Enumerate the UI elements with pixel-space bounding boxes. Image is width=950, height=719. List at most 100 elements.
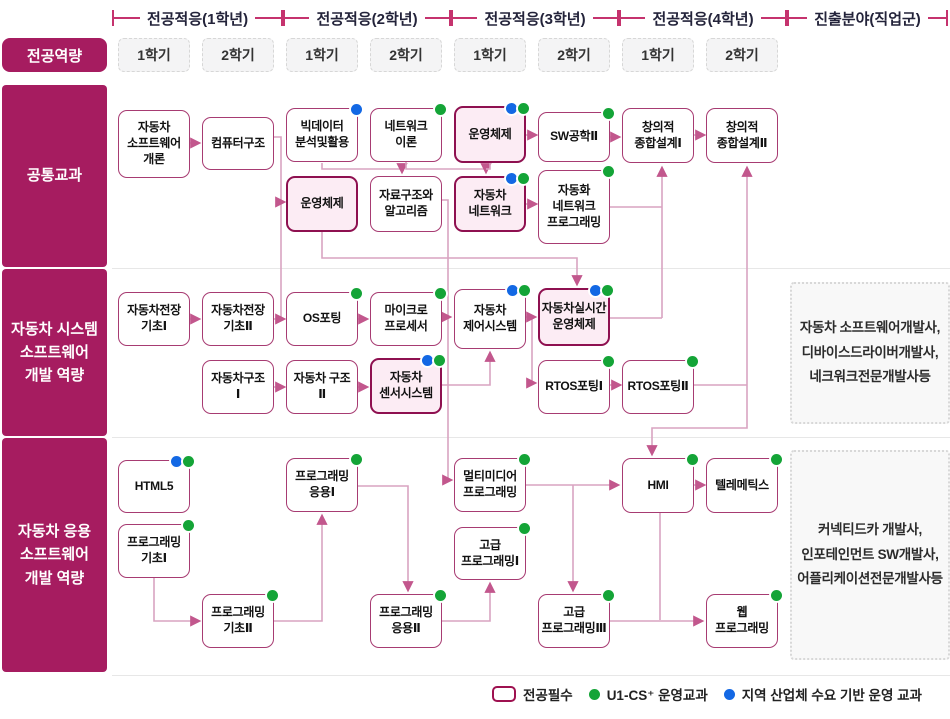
u1cs-dot-icon — [183, 456, 194, 467]
course-rtos1: RTOS포팅Ⅰ — [538, 356, 614, 414]
axis-line — [255, 17, 282, 19]
section-divider — [112, 675, 950, 676]
semester-chip-8: 2학기 — [706, 38, 778, 72]
u1cs-dot-icon — [519, 454, 530, 465]
course-design2: 창의적 종합설계Ⅱ — [706, 108, 778, 163]
course-label: 마이크로 프로세서 — [384, 303, 428, 333]
course-hmi: HMI — [622, 454, 698, 513]
legend-u1cs: U1-CS⁺ 운영교과 — [588, 684, 708, 704]
sidebar-section-application-sw: 자동차 응용 소프트웨어 개발 역량 — [2, 438, 107, 672]
course-sensor: 자동차 센서시스템 — [370, 355, 445, 414]
axis-tick-icon — [617, 10, 620, 26]
course-intro: 자동차 소프트웨어 개론 — [118, 110, 190, 178]
course-label: 창의적 종합설계Ⅰ — [634, 119, 682, 150]
course-gujo1: 자동차구조 Ⅰ — [202, 360, 274, 414]
u1cs-dot-icon — [518, 173, 529, 184]
u1cs-dot-icon — [518, 103, 529, 114]
course-label: 자동차 네트워크 — [468, 188, 512, 218]
course-label: 자동차 제어시스템 — [463, 303, 517, 333]
capability-header: 전공역량 — [2, 38, 107, 72]
course-advprog1: 고급 프로그래밍Ⅰ — [454, 523, 530, 580]
semester-chip-5: 1학기 — [454, 38, 526, 72]
course-label: 자동차 센서시스템 — [379, 370, 433, 400]
edge-31 — [442, 581, 496, 622]
phase-label: 전공적응(1학년) — [146, 10, 249, 28]
axis-line — [592, 17, 618, 19]
course-label: 자동차구조 Ⅰ — [211, 371, 265, 401]
course-bigdata: 빅데이터 분석및활용 — [286, 104, 362, 162]
course-datastruct: 자료구조와 알고리즘 — [370, 176, 442, 232]
course-label: 프로그래밍 기초Ⅱ — [211, 605, 265, 635]
course-label: 프로그래밍 기초Ⅰ — [127, 535, 181, 565]
course-autonet: 자동화 네트워크 프로그래밍 — [538, 166, 614, 244]
legend-regional: 지역 산업체 수요 기반 운영 교과 — [723, 684, 922, 704]
phase-label: 전공적응(4학년) — [652, 10, 754, 28]
u1cs-dot-icon — [603, 590, 614, 601]
course-gujo2: 자동차 구조 Ⅱ — [286, 360, 358, 414]
legend-regional-label: 지역 산업체 수요 기반 운영 교과 — [741, 688, 922, 703]
axis-tick-icon — [281, 10, 284, 26]
axis-tick-icon — [787, 10, 789, 26]
edge-5 — [486, 163, 491, 170]
course-label: 컴퓨터구조 — [211, 135, 265, 150]
regional-dot-icon — [506, 173, 517, 184]
section-divider — [112, 268, 950, 269]
course-label: 프로그래밍 응용Ⅱ — [379, 605, 433, 635]
course-label: 텔레메틱스 — [715, 477, 769, 492]
course-html5: HTML5 — [118, 456, 194, 513]
course-telematics: 텔레메틱스 — [706, 454, 782, 513]
u1cs-dot-icon — [603, 166, 614, 177]
phase-segment-4: 전공적응(4학년) — [619, 6, 788, 30]
course-label: 자동차전장 기초Ⅰ — [127, 303, 181, 333]
sidebar-section-common: 공통교과 — [2, 85, 107, 267]
edge-1 — [274, 136, 282, 318]
course-control: 자동차 제어시스템 — [454, 285, 530, 349]
axis-tick-icon — [449, 10, 452, 26]
course-label: 고급 프로그래밍Ⅰ — [461, 537, 519, 568]
green-dot-icon — [588, 688, 600, 700]
u1cs-dot-icon — [435, 104, 446, 115]
course-label: HMI — [647, 477, 669, 492]
course-label: 창의적 종합설계Ⅱ — [716, 119, 768, 150]
u1cs-dot-icon — [603, 108, 614, 119]
semester-chip-1: 1학기 — [118, 38, 190, 72]
course-rtososcar: 자동차실시간 운영체제 — [538, 285, 613, 346]
section-divider — [112, 437, 950, 438]
legend: 전공필수 U1-CS⁺ 운영교과 지역 산업체 수요 기반 운영 교과 — [492, 684, 922, 704]
axis-line — [789, 17, 808, 19]
course-label: OS포팅 — [302, 311, 342, 326]
edge-28 — [153, 578, 202, 627]
edge-4 — [405, 162, 492, 175]
u1cs-dot-icon — [351, 454, 362, 465]
course-label: 웹 프로그래밍 — [715, 605, 769, 635]
course-label: 멀티미디어 프로그래밍 — [463, 469, 517, 499]
edge-26 — [442, 350, 496, 386]
course-progbasic2: 프로그래밍 기초Ⅱ — [202, 590, 278, 648]
course-label: SW공학Ⅱ — [550, 129, 598, 144]
course-sweng2: SW공학Ⅱ — [538, 108, 614, 162]
course-label: 네트워크 이론 — [384, 119, 428, 149]
regional-dot-icon — [506, 103, 517, 114]
course-label: 자동차 구조 Ⅱ — [293, 371, 351, 401]
phase-segment-2: 전공적응(2학년) — [283, 6, 452, 30]
sidebar-section-system-sw: 자동차 시스템 소프트웨어 개발 역량 — [2, 269, 107, 436]
course-progapp2: 프로그래밍 응용Ⅱ — [370, 590, 446, 648]
course-label: 빅데이터 분석및활용 — [295, 119, 349, 149]
u1cs-dot-icon — [771, 454, 782, 465]
axis-tick-icon — [946, 10, 948, 26]
course-label: 자동차전장 기초Ⅱ — [211, 303, 265, 333]
u1cs-dot-icon — [267, 590, 278, 601]
legend-required-label: 전공필수 — [523, 688, 573, 703]
axis-line — [285, 17, 310, 19]
course-label: 자동화 네트워크 프로그래밍 — [547, 183, 601, 229]
edge-29 — [274, 513, 328, 622]
semester-chip-4: 2학기 — [370, 38, 442, 72]
edge-17 — [646, 385, 748, 457]
u1cs-dot-icon — [603, 356, 614, 367]
semester-chip-6: 2학기 — [538, 38, 610, 72]
regional-dot-icon — [507, 285, 518, 296]
u1cs-dot-icon — [771, 590, 782, 601]
axis-line — [760, 17, 786, 19]
